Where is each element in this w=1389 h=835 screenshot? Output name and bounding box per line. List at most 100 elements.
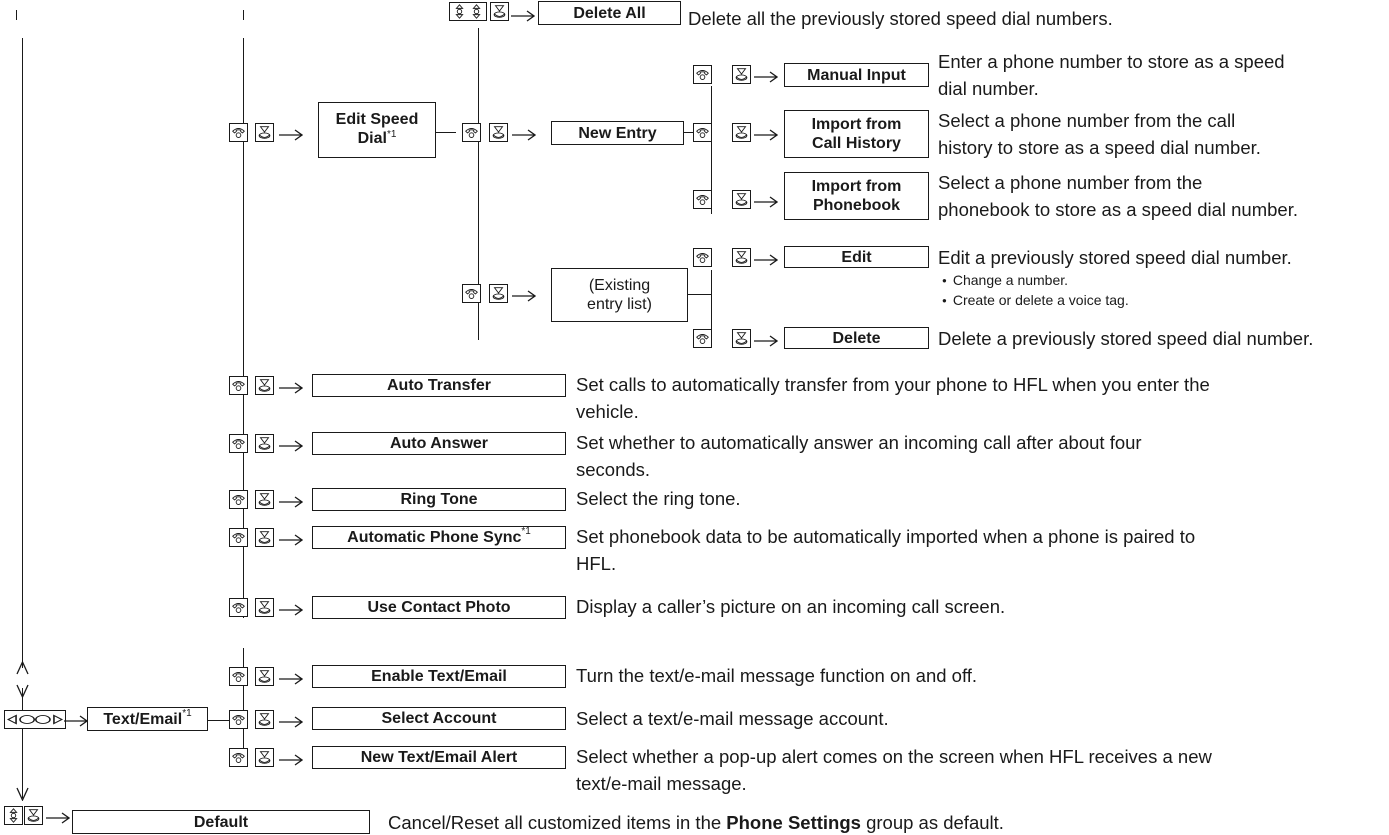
- new-text-email-alert-item[interactable]: New Text/Email Alert: [312, 746, 566, 769]
- pick-up-phone-icon: [229, 123, 248, 142]
- right-arrow-icon: [279, 715, 303, 727]
- pick-up-phone-icon: [229, 598, 248, 617]
- right-arrow-icon: [279, 603, 303, 615]
- pick-up-phone-icon: [229, 376, 248, 395]
- edit-bullet-voice-tag: Create or delete a voice tag.: [942, 291, 1129, 312]
- existing-entry-connector: [688, 294, 712, 296]
- footnote-marker: *1: [386, 129, 397, 140]
- interface-dial-rotate-icon: [4, 806, 23, 825]
- interface-dial-press-icon: [255, 598, 274, 617]
- default-description-pre: Cancel/Reset all customized items in the: [388, 812, 727, 833]
- pick-up-phone-icon: [229, 434, 248, 453]
- speed-dial-branch-line: [478, 28, 480, 340]
- existing-entry-branch-line: [711, 270, 713, 334]
- pick-up-phone-icon: [462, 123, 481, 142]
- interface-dial-press-icon: [255, 490, 274, 509]
- right-arrow-icon: [512, 289, 536, 301]
- interface-dial-press-icon: [255, 434, 274, 453]
- import-call-history-item[interactable]: Import from Call History: [784, 110, 929, 158]
- manual-input-description-line1: Enter a phone number to store as a speed: [938, 51, 1285, 72]
- text-email-trunk-line: [243, 648, 245, 758]
- interface-dial-press-icon: [255, 710, 274, 729]
- interface-dial-press-icon: [732, 329, 751, 348]
- pick-up-phone-icon: [693, 248, 712, 267]
- right-arrow-icon: [279, 672, 303, 684]
- right-arrow-icon: [754, 195, 778, 207]
- import-call-history-line1: Import from: [811, 116, 902, 133]
- import-call-history-line2: Call History: [812, 135, 901, 152]
- trunk-arrow-bottom-icon: [16, 787, 29, 801]
- pick-up-phone-icon: [693, 123, 712, 142]
- enable-text-email-item[interactable]: Enable Text/Email: [312, 665, 566, 688]
- right-arrow-icon: [279, 128, 303, 140]
- interface-dial-move-icon: [4, 710, 66, 729]
- text-email-connector: [208, 720, 229, 722]
- right-arrow-icon: [512, 128, 536, 140]
- edit-speed-dial-item[interactable]: Edit Speed Dial*1: [318, 102, 436, 158]
- auto-transfer-item[interactable]: Auto Transfer: [312, 374, 566, 397]
- right-arrow-icon: [754, 334, 778, 346]
- pick-up-phone-icon: [229, 528, 248, 547]
- delete-item[interactable]: Delete: [784, 327, 929, 349]
- interface-dial-press-icon: [24, 806, 43, 825]
- automatic-phone-sync-item[interactable]: Automatic Phone Sync*1: [312, 526, 566, 549]
- text-email-item[interactable]: Text/Email*1: [87, 707, 208, 731]
- manual-input-item[interactable]: Manual Input: [784, 63, 929, 87]
- interface-dial-press-icon: [490, 2, 509, 21]
- default-description-bold: Phone Settings: [726, 812, 861, 833]
- right-arrow-icon: [754, 70, 778, 82]
- delete-all-description: Delete all the previously stored speed d…: [688, 8, 1113, 29]
- interface-dial-press-icon: [732, 65, 751, 84]
- right-arrow-icon: [279, 533, 303, 545]
- import-phonebook-description-line2: phonebook to store as a speed dial numbe…: [938, 199, 1298, 220]
- automatic-phone-sync-label: Automatic Phone Sync: [347, 529, 522, 546]
- import-phonebook-item[interactable]: Import from Phonebook: [784, 172, 929, 220]
- auto-answer-description-line1: Set whether to automatically answer an i…: [576, 432, 1142, 453]
- edit-speed-dial-label-line2: Dial: [357, 130, 387, 147]
- default-description: Cancel/Reset all customized items in the…: [388, 810, 1004, 835]
- trunk-arrow-down-icon: [16, 684, 29, 698]
- manual-input-description-line2: dial number.: [938, 78, 1039, 99]
- new-entry-item[interactable]: New Entry: [551, 121, 684, 145]
- delete-all-item[interactable]: Delete All: [538, 1, 681, 25]
- ring-tone-description: Select the ring tone.: [576, 488, 741, 509]
- auto-answer-item[interactable]: Auto Answer: [312, 432, 566, 455]
- automatic-phone-sync-description-line2: HFL.: [576, 553, 617, 574]
- right-arrow-icon: [279, 495, 303, 507]
- pick-up-phone-icon: [693, 329, 712, 348]
- import-call-history-description-line1: Select a phone number from the call: [938, 110, 1236, 131]
- use-contact-photo-item[interactable]: Use Contact Photo: [312, 596, 566, 619]
- existing-entry-line1: (Existing: [588, 277, 651, 294]
- right-arrow-icon: [279, 439, 303, 451]
- import-phonebook-description-line1: Select a phone number from the: [938, 172, 1203, 193]
- interface-dial-press-icon: [255, 667, 274, 686]
- select-account-item[interactable]: Select Account: [312, 707, 566, 730]
- interface-dial-press-icon: [732, 248, 751, 267]
- default-description-post: group as default.: [860, 812, 1004, 833]
- edit-bullet-change-number: Change a number.: [942, 271, 1068, 292]
- interface-dial-press-icon: [489, 123, 508, 142]
- existing-entry-list-item[interactable]: (Existing entry list): [551, 268, 688, 322]
- edit-item[interactable]: Edit: [784, 246, 929, 268]
- right-arrow-icon: [64, 714, 88, 726]
- speed-dial-connector: [436, 132, 456, 134]
- import-call-history-description-line2: history to store as a speed dial number.: [938, 137, 1261, 158]
- new-text-email-alert-description-line1: Select whether a pop-up alert comes on t…: [576, 746, 1212, 767]
- default-item[interactable]: Default: [72, 810, 370, 834]
- right-arrow-icon: [46, 811, 70, 823]
- new-text-email-alert-description-line2: text/e-mail message.: [576, 773, 747, 794]
- outer-trunk-line-lower: [22, 688, 24, 798]
- pick-up-phone-icon: [229, 710, 248, 729]
- existing-entry-line2: entry list): [587, 296, 652, 313]
- interface-dial-press-icon: [489, 284, 508, 303]
- interface-dial-press-icon: [255, 376, 274, 395]
- trunk-line-stub-right: [243, 10, 245, 20]
- ring-tone-item[interactable]: Ring Tone: [312, 488, 566, 511]
- new-entry-connector: [684, 132, 694, 134]
- pick-up-phone-icon: [229, 667, 248, 686]
- interface-dial-press-icon: [255, 748, 274, 767]
- trunk-arrow-up-icon: [16, 661, 29, 675]
- interface-dial-press-icon: [732, 190, 751, 209]
- outer-trunk-line: [22, 38, 24, 668]
- use-contact-photo-description: Display a caller’s picture on an incomin…: [576, 596, 1006, 617]
